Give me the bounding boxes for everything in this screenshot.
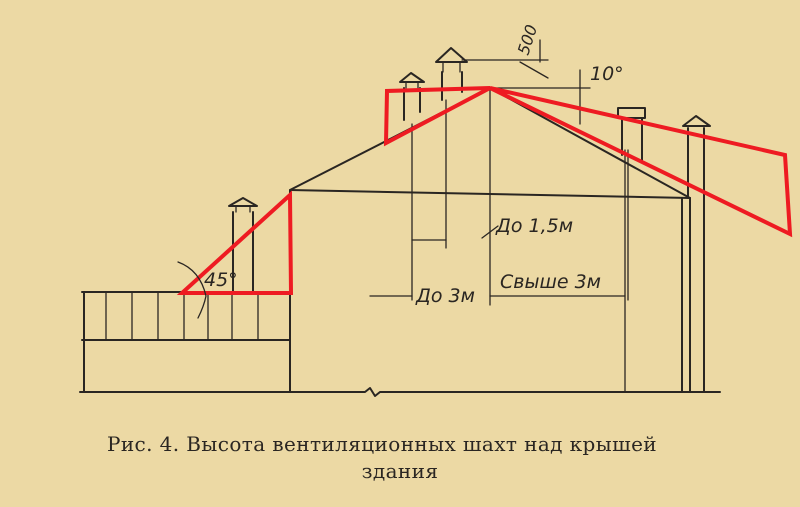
label-dim-500: 500 [514, 22, 542, 57]
highlight-quad-ridge-right [489, 86, 793, 238]
figure-caption-line-1: Рис. 4. Высота вентиляционных шахт над к… [106, 432, 658, 456]
label-over-3m: Свыше 3м [500, 271, 601, 293]
annex-building [81, 291, 291, 393]
label-angle-10: 10° [590, 63, 624, 85]
figure-caption-line-2: здания [361, 459, 439, 483]
chimney-lower-roof [228, 197, 258, 293]
label-to-1-5m: До 1,5м [495, 215, 573, 237]
chimney-right-slope [617, 107, 646, 393]
chimney-far-right [682, 115, 711, 393]
dimension-lines [369, 39, 626, 306]
chimney-near-ridge-left [399, 72, 425, 121]
angle-45-marker [177, 261, 207, 319]
chimney-tallest [411, 47, 468, 301]
label-angle-45: 45° [204, 269, 238, 291]
highlight-outlines [176, 86, 793, 295]
highlight-quad-ridge-left [383, 86, 491, 147]
label-to-3m: До 3м [415, 285, 475, 307]
ground-line [79, 387, 721, 397]
highlight-triangle-lower [176, 190, 294, 295]
